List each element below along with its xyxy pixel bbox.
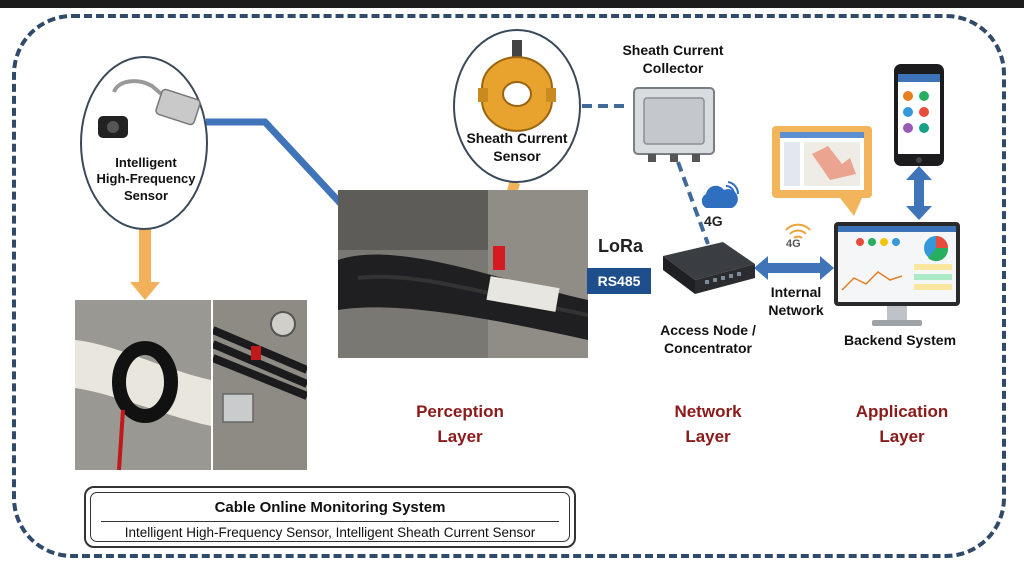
internal-network-label: Internal Network bbox=[768, 284, 824, 318]
map-dashboard-popup bbox=[772, 126, 872, 216]
legend-box: Cable Online Monitoring System Intellige… bbox=[84, 486, 576, 548]
hf-sensor-install-photo bbox=[75, 300, 211, 470]
sheath-sensor-install-photo bbox=[213, 300, 307, 470]
sheath-sensor-circle bbox=[453, 29, 581, 183]
legend-subtitle: Intelligent High-Frequency Sensor, Intel… bbox=[124, 525, 536, 540]
hf-sensor-arrow bbox=[130, 226, 160, 300]
system-frame bbox=[12, 14, 1006, 558]
access-node-label: Access Node / Concentrator bbox=[660, 322, 756, 356]
monitor-icon bbox=[834, 222, 960, 326]
clamp-sensor-icon bbox=[98, 79, 201, 138]
wifi-icon bbox=[785, 223, 811, 239]
rs485-badge: RS485 bbox=[587, 268, 651, 294]
lora-label: LoRa bbox=[598, 236, 643, 256]
hf-sensor-circle bbox=[80, 56, 208, 230]
sheath-sensor-label: Sheath Current Sensor bbox=[466, 130, 568, 164]
phone-4g-label: 4G bbox=[786, 238, 801, 250]
collector-box-icon bbox=[633, 87, 715, 162]
smartphone-icon bbox=[894, 64, 944, 166]
cable-tunnel-photo bbox=[338, 190, 588, 358]
hf-sensor-label: Intelligent High-Frequency Sensor bbox=[96, 155, 196, 203]
collector-node-dash bbox=[676, 161, 710, 245]
legend-title: Cable Online Monitoring System bbox=[214, 499, 446, 516]
node-backend-arrow bbox=[754, 256, 834, 280]
backend-label: Backend System bbox=[843, 332, 957, 348]
sheath-collector-label: Sheath Current Collector bbox=[622, 42, 724, 76]
clamp-sensor-icon bbox=[478, 40, 556, 132]
router-icon bbox=[663, 242, 755, 294]
top-bar bbox=[0, 0, 1024, 8]
phone-backend-arrow bbox=[906, 166, 932, 220]
legend-divider bbox=[101, 521, 559, 522]
cloud-icon bbox=[701, 181, 740, 208]
4g-label: 4G bbox=[704, 213, 723, 229]
